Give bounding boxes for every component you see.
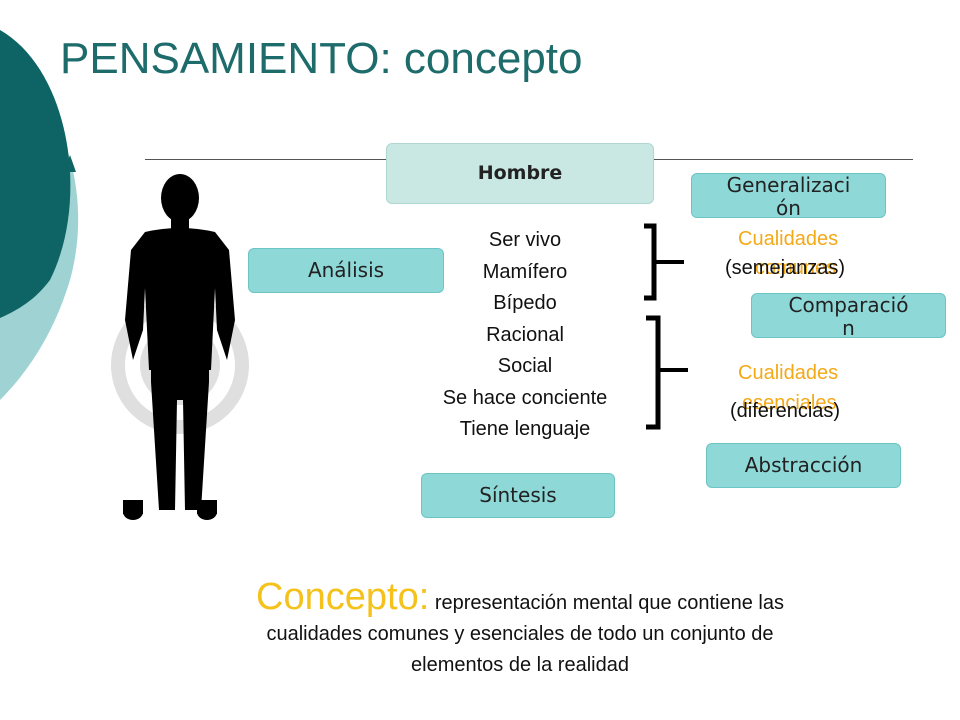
essential-qualities-sub: esenciales [742, 392, 837, 414]
traits-list: Ser vivo Mamífero Bípedo Racional Social… [400, 225, 650, 446]
trait-item: Racional [486, 323, 564, 346]
trait-item: Ser vivo [488, 229, 562, 251]
brackets [644, 223, 688, 430]
comparacion-label-1: Comparació [788, 293, 909, 317]
abstraccion-box: Abstracción [706, 443, 901, 488]
common-qualities-sub: comunes [755, 257, 837, 279]
trait-item: Social [497, 355, 553, 377]
man-silhouette [123, 174, 235, 520]
concept-definition-line-3: elementos de la realidad [411, 654, 629, 676]
concept-definition-line-1: representación mental que contiene las [429, 592, 784, 614]
analisis-box: Análisis [248, 248, 444, 293]
page-title: PENSAMIENTO: concepto [60, 34, 583, 83]
common-qualities-label: Cualidades [738, 228, 839, 250]
decorative-arc [0, 30, 79, 400]
concept-term: Concepto: [256, 576, 430, 618]
hombre-box: Hombre [386, 143, 654, 204]
generalizacion-label-1: Generalizaci [726, 173, 851, 197]
concept-definition-line-2: cualidades comunes y esenciales de todo … [266, 623, 774, 645]
comparacion-label-2: n [842, 316, 855, 340]
generalizacion-label-2: ón [776, 196, 801, 220]
diferencias-label: (diferencias) [730, 400, 841, 422]
essential-qualities-label: Cualidades [738, 362, 839, 384]
trait-item: Mamífero [482, 260, 568, 283]
semejanzas-label: (semejanzas) [725, 257, 846, 279]
concept-definition: Concepto: representación mental que cont… [150, 578, 890, 681]
trait-item: Tiene lenguaje [459, 418, 591, 440]
trait-item: Bípedo [493, 292, 557, 314]
sintesis-box: Síntesis [421, 473, 615, 518]
trait-item: Se hace conciente [442, 386, 608, 409]
